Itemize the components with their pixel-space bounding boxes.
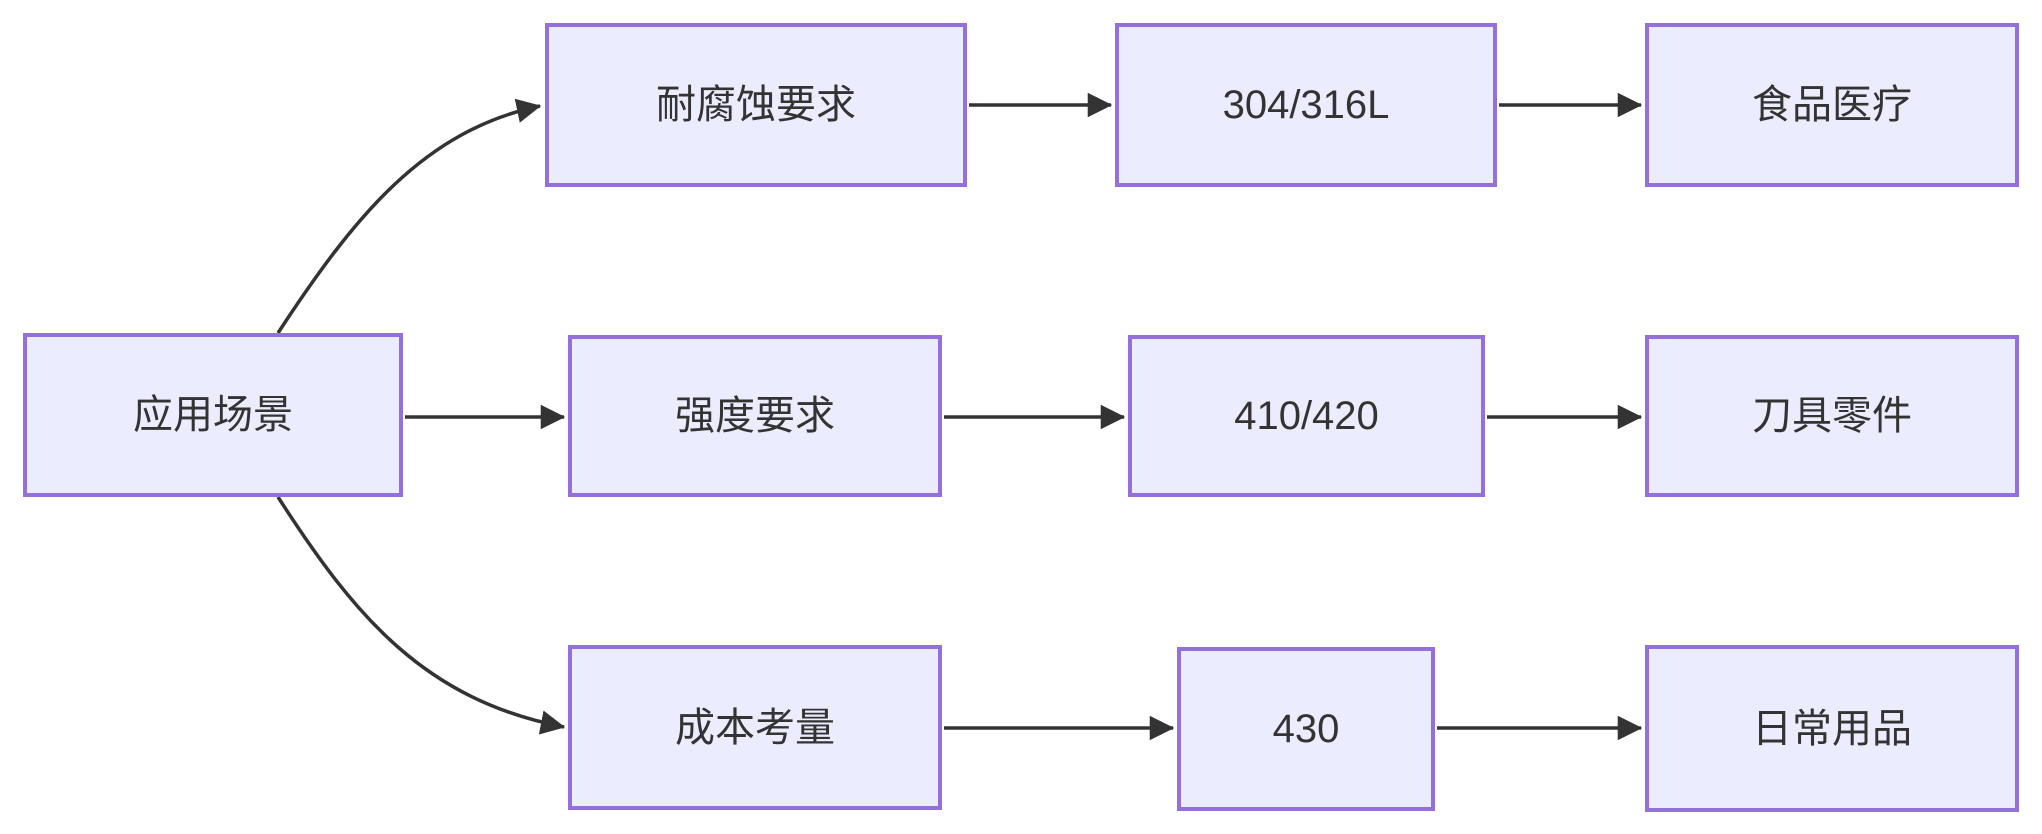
node-food-medical: 食品医疗 (1645, 23, 2019, 187)
edge-root-to-cost (276, 496, 566, 735)
node-label: 304/316L (1222, 83, 1390, 127)
node-daily-goods: 日常用品 (1645, 645, 2019, 812)
node-label: 强度要求 (675, 394, 835, 438)
node-label: 410/420 (1234, 394, 1379, 438)
node-grade-410-420: 410/420 (1128, 335, 1485, 497)
node-application-scenario: 应用场景 (23, 333, 403, 497)
node-label: 日常用品 (1752, 706, 1912, 751)
node-strength-requirement: 强度要求 (568, 335, 942, 497)
node-corrosion-requirement: 耐腐蚀要求 (545, 23, 967, 187)
node-label: 应用场景 (133, 393, 293, 437)
node-knife-parts: 刀具零件 (1645, 335, 2019, 497)
node-label: 430 (1272, 707, 1340, 751)
node-label: 刀具零件 (1752, 394, 1912, 438)
node-label: 食品医疗 (1752, 83, 1912, 127)
edge-root-to-corrosion (276, 98, 542, 334)
node-label: 成本考量 (675, 705, 835, 750)
node-grade-304-316l: 304/316L (1115, 23, 1497, 187)
node-cost-consideration: 成本考量 (568, 645, 942, 810)
node-grade-430: 430 (1177, 647, 1435, 811)
node-label: 耐腐蚀要求 (656, 83, 856, 127)
